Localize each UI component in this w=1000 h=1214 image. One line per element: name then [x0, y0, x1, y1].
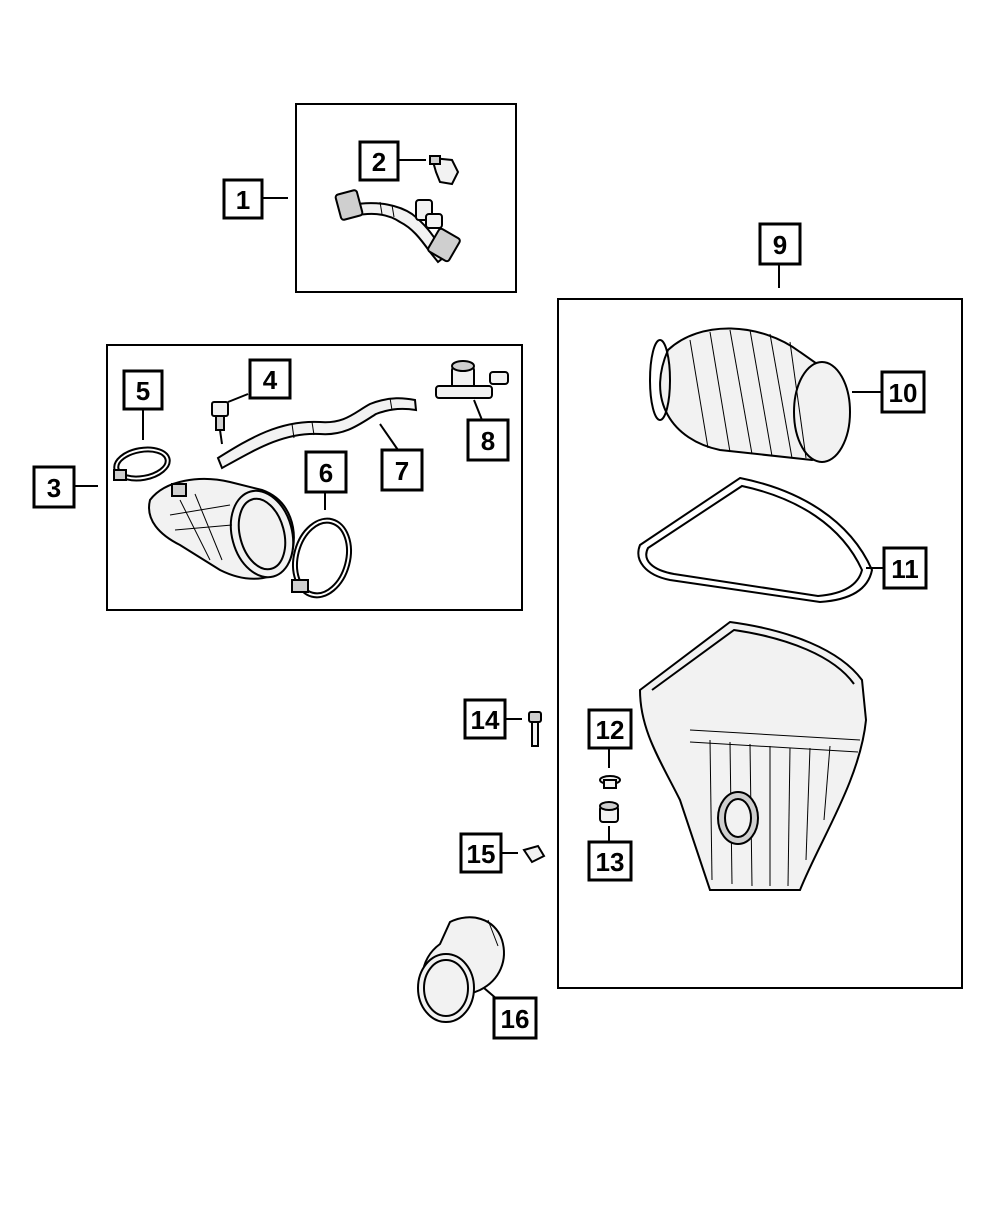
part-10-filter — [649, 327, 851, 463]
callout-14[interactable]: 14 — [463, 698, 507, 740]
part-11-gasket — [637, 476, 874, 604]
leader-8 — [473, 399, 483, 421]
callout-6-label: 6 — [319, 458, 333, 488]
callout-3[interactable]: 3 — [32, 465, 76, 509]
callout-5-label: 5 — [136, 376, 150, 406]
part-2-connector — [429, 155, 460, 186]
part-15-clip — [522, 844, 546, 864]
callout-4[interactable]: 4 — [248, 358, 292, 400]
callout-8-label: 8 — [481, 426, 495, 456]
callout-13-label: 13 — [596, 847, 625, 877]
callout-12[interactable]: 12 — [587, 708, 633, 750]
callout-9[interactable]: 9 — [758, 222, 802, 266]
part-3-duct — [148, 478, 295, 580]
part-6-clamp — [291, 517, 352, 599]
group-box-3 — [106, 344, 523, 611]
leader-7 — [379, 423, 399, 451]
callout-16-label: 16 — [501, 1004, 530, 1034]
group-box-1 — [295, 103, 517, 293]
leader-4 — [227, 393, 249, 403]
part-8-valve — [435, 360, 509, 399]
part-4-sensor — [211, 401, 229, 445]
callout-11-label: 11 — [891, 554, 919, 584]
callout-2-label: 2 — [372, 147, 386, 177]
callout-10[interactable]: 10 — [880, 370, 926, 414]
callout-4-label: 4 — [263, 365, 278, 395]
callout-12-label: 12 — [596, 715, 625, 745]
callout-5[interactable]: 5 — [122, 369, 164, 411]
callout-16[interactable]: 16 — [492, 996, 538, 1040]
part-14-bolt — [528, 711, 542, 747]
group-box-9 — [557, 298, 963, 989]
callout-14-label: 14 — [471, 705, 500, 735]
part-13-isolator — [599, 801, 619, 823]
callout-9-label: 9 — [773, 230, 787, 260]
part-9-housing — [638, 620, 868, 891]
part-1-hose — [334, 189, 461, 264]
callout-15-label: 15 — [467, 839, 496, 869]
part-7-hose — [216, 397, 418, 470]
part-12-grommet — [599, 775, 621, 789]
callout-3-label: 3 — [47, 473, 61, 503]
callout-15[interactable]: 15 — [459, 832, 503, 874]
callout-6[interactable]: 6 — [304, 450, 348, 494]
callout-7-label: 7 — [395, 456, 409, 486]
callout-8[interactable]: 8 — [466, 418, 510, 462]
callout-13[interactable]: 13 — [587, 840, 633, 882]
callout-1[interactable]: 1 — [222, 178, 264, 220]
callout-10-label: 10 — [889, 378, 918, 408]
part-5-clamp — [113, 446, 171, 482]
callout-1-label: 1 — [236, 185, 250, 215]
callout-2[interactable]: 2 — [358, 140, 400, 182]
part-16-inlet-duct — [417, 916, 505, 1023]
callout-11[interactable]: 11 — [882, 546, 928, 590]
callout-7[interactable]: 7 — [380, 448, 424, 492]
